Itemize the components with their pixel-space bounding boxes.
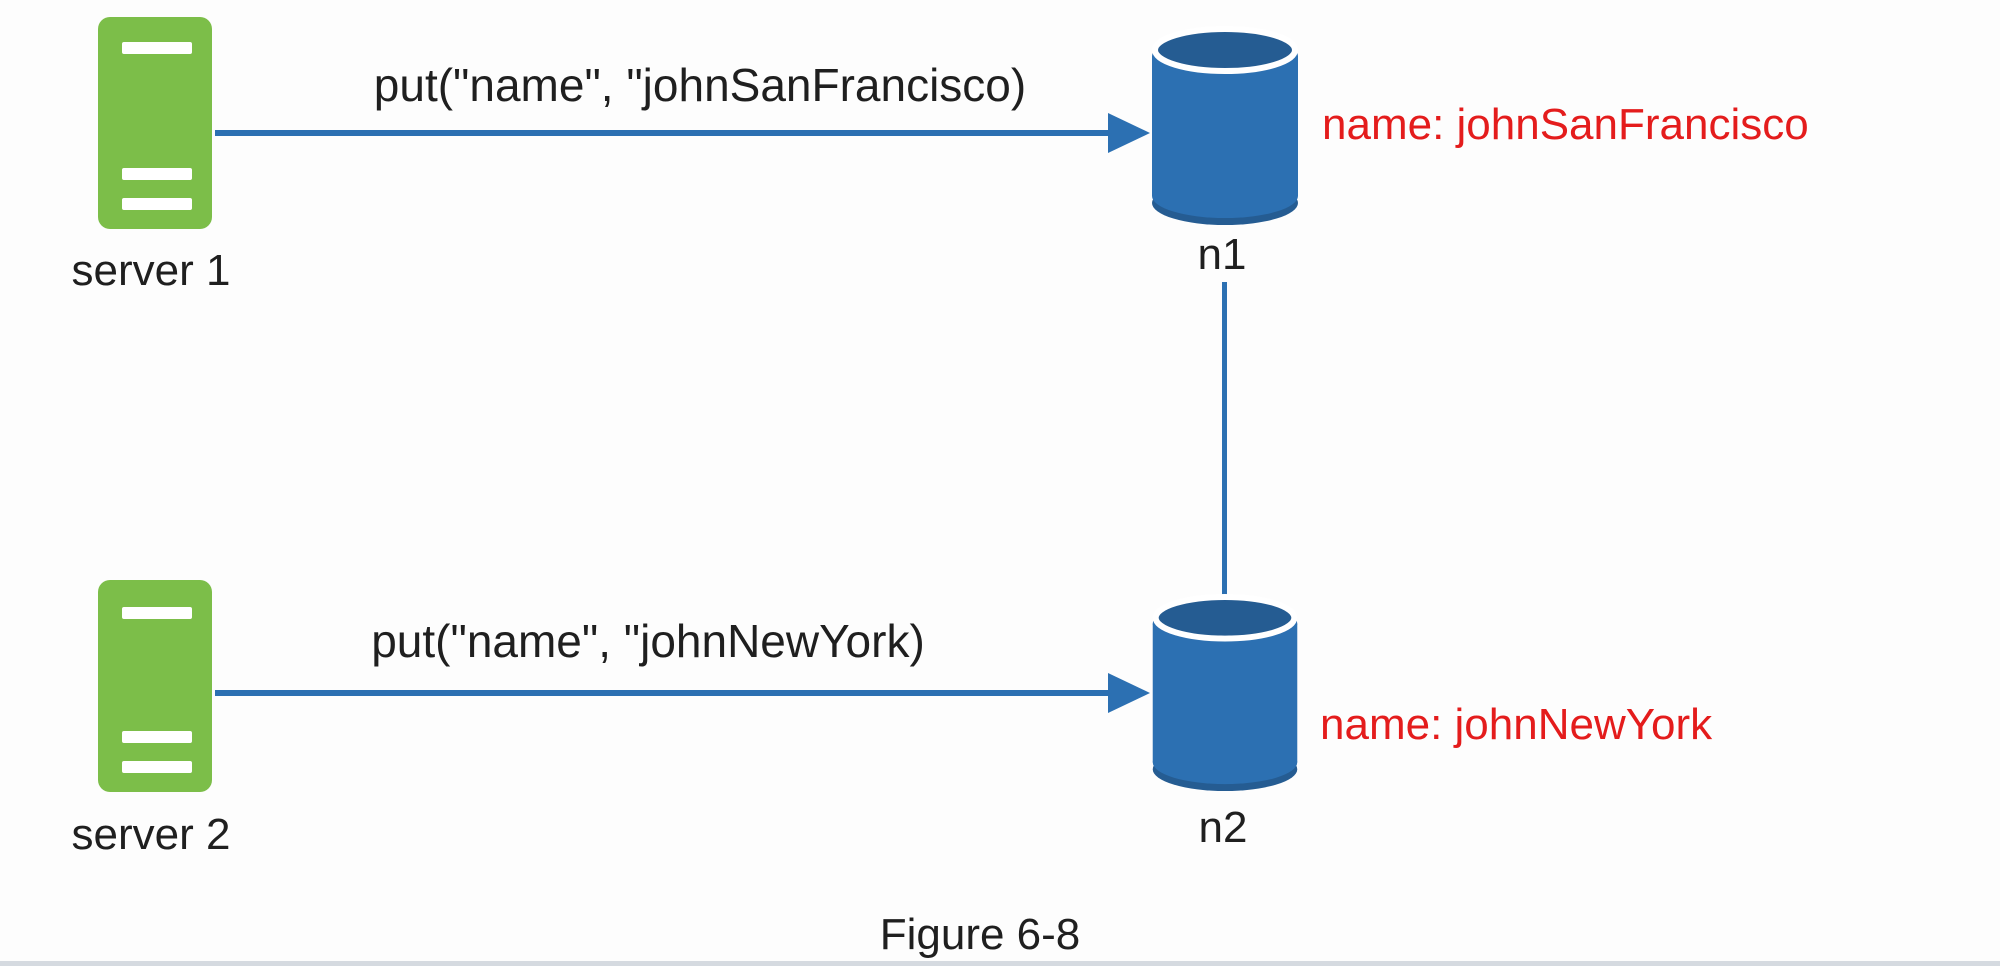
arrow-head-icon (1108, 673, 1150, 713)
server-slot-icon (122, 607, 192, 619)
server-slot-icon (122, 731, 192, 743)
server-slot-icon (122, 42, 192, 54)
server-1-icon (98, 17, 212, 229)
node-connector-line (1222, 282, 1227, 600)
page-bottom-edge (0, 961, 2000, 966)
database-cylinder-n1-icon (1152, 26, 1298, 225)
server-2-label: server 2 (71, 810, 231, 859)
figure-caption: Figure 6-8 (879, 910, 1081, 959)
server-slot-icon (122, 168, 192, 180)
stored-value-n1: name: johnSanFrancisco (1322, 100, 1809, 149)
arrow-line-server2-to-n2 (215, 690, 1108, 696)
node-n1-label: n1 (1197, 230, 1247, 279)
arrow-head-icon (1108, 113, 1150, 153)
server-2-icon (98, 580, 212, 792)
stored-value-n2: name: johnNewYork (1320, 700, 1713, 749)
put-call-label-1: put("name", "johnSanFrancisco) (373, 59, 1027, 111)
put-call-label-2: put("name", "johnNewYork) (371, 615, 925, 667)
database-cylinder-n2-icon (1152, 594, 1298, 792)
node-n2-label: n2 (1198, 803, 1248, 852)
arrow-line-server1-to-n1 (215, 130, 1108, 136)
server-1-label: server 1 (71, 246, 231, 295)
server-slot-icon (122, 198, 192, 210)
server-slot-icon (122, 761, 192, 773)
